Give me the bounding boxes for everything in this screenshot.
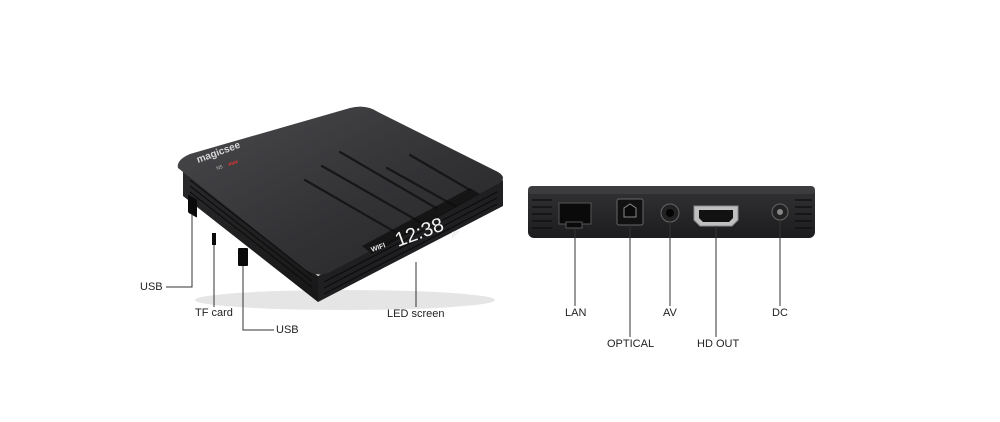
label-av: AV <box>663 307 677 319</box>
leader-usb-left <box>166 214 193 288</box>
leader-usb-bottom <box>242 266 274 331</box>
box-top <box>177 106 503 275</box>
av-port <box>660 203 680 223</box>
led-screen-panel <box>362 188 480 254</box>
box-left-ribs <box>189 179 313 288</box>
tv-box-back-view <box>528 186 815 238</box>
box-right-side <box>318 180 503 302</box>
label-dc: DC <box>772 307 788 319</box>
usb-port-bottom <box>238 248 248 266</box>
label-usb-bottom: USB <box>276 324 299 336</box>
box-left-side <box>183 170 318 302</box>
dc-port <box>771 203 789 221</box>
label-usb-left: USB <box>140 281 163 293</box>
hdmi-port <box>693 205 739 227</box>
label-hd-out: HD OUT <box>697 338 740 350</box>
model-text: N5 <box>216 164 224 172</box>
label-tf-card: TF card <box>195 307 233 319</box>
label-optical: OPTICAL <box>607 338 655 350</box>
tv-box-front-view <box>177 106 503 310</box>
wifi-indicator: WIFI <box>370 242 386 254</box>
label-led-screen: LED screen <box>387 308 445 320</box>
back-panel-top-edge <box>528 186 815 194</box>
tf-card-slot <box>212 233 216 245</box>
play-arrow-icon <box>452 230 461 239</box>
box-right-ribs <box>323 191 498 295</box>
box-vents <box>303 150 472 234</box>
back-ribs <box>532 199 812 229</box>
lan-port <box>558 202 592 229</box>
optical-port <box>616 198 644 226</box>
box-shadow <box>195 290 495 310</box>
leader-lines <box>166 214 781 337</box>
label-lan: LAN <box>565 307 587 319</box>
usb-port-left <box>188 194 197 218</box>
model-badge: max <box>228 159 240 168</box>
